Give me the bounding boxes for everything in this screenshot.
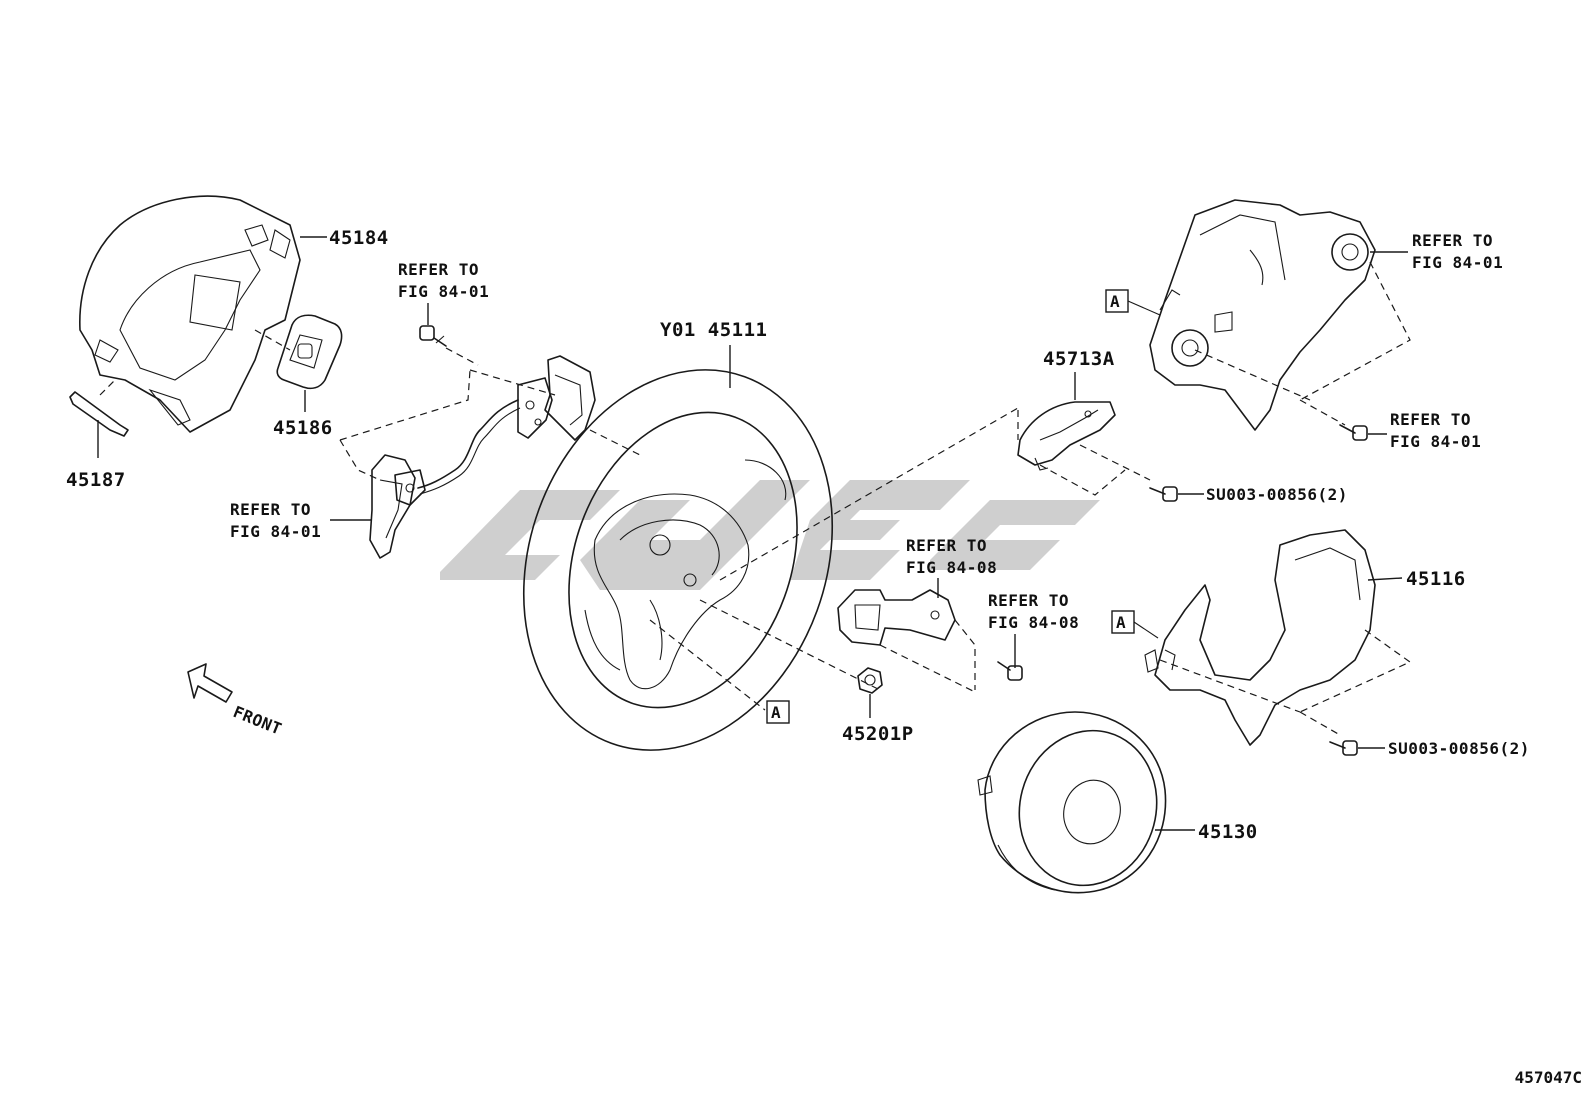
dash-45116-a <box>1299 629 1412 713</box>
part-45186-pad <box>276 314 343 390</box>
screw-su-lower <box>1329 740 1358 756</box>
dash-switch-d <box>589 429 641 456</box>
label-45116: 45116 <box>1406 568 1466 590</box>
dash-wheel-45713A <box>719 407 1019 581</box>
dash-wheel-A <box>649 619 766 711</box>
part-45713A-bracket <box>1017 401 1116 471</box>
part-45130-airbag <box>977 711 1167 894</box>
dash-switch-right <box>954 619 976 690</box>
ref-4-line2: FIG 84-08 <box>988 613 1079 632</box>
callout-A-center: A <box>766 700 790 724</box>
diagram-id: 457047C <box>1514 1068 1582 1087</box>
dash-upper-right-b <box>1194 349 1311 401</box>
dash-45184-45186 <box>254 329 291 351</box>
front-label: FRONT <box>231 702 285 739</box>
svg-text:A: A <box>771 703 781 722</box>
screw-su-upper <box>1149 486 1178 502</box>
ref-4-line1: REFER TO <box>988 591 1069 610</box>
part-paddle-switch-assembly <box>369 355 596 559</box>
part-cruise-switch <box>837 589 956 646</box>
dash-wheel-nut <box>699 599 881 691</box>
dash-switch-bottom <box>879 644 976 693</box>
ref-5-line2: FIG 84-01 <box>1412 253 1503 272</box>
screw-ref-6 <box>1339 424 1368 441</box>
label-45187: 45187 <box>66 469 126 491</box>
dash-45116-b <box>1159 659 1301 713</box>
label-45186: 45186 <box>273 417 333 439</box>
callout-A-upper: A <box>1105 289 1129 313</box>
leader-A-upper <box>1127 300 1161 316</box>
part-upper-right-cover <box>1149 199 1376 431</box>
part-45184-column-cover <box>79 195 301 433</box>
label-45111: Y01 45111 <box>660 319 767 341</box>
screw-ref-4 <box>997 661 1023 681</box>
label-45201P: 45201P <box>842 723 914 745</box>
ref-6-line1: REFER TO <box>1390 410 1471 429</box>
ref-1-line1: REFER TO <box>398 260 479 279</box>
front-arrow-icon <box>187 663 233 703</box>
ref-2-line1: REFER TO <box>230 500 311 519</box>
ref-2-line2: FIG 84-01 <box>230 522 321 541</box>
dash-screw-1 <box>445 347 479 366</box>
ref-3-line2: FIG 84-08 <box>906 558 997 577</box>
ref-1-line2: FIG 84-01 <box>398 282 489 301</box>
dash-switch-c <box>469 369 556 396</box>
svg-text:A: A <box>1110 292 1120 311</box>
label-su-lower: SU003-00856(2) <box>1388 739 1530 758</box>
part-45201P-nut <box>857 667 883 694</box>
dash-upper-right-c <box>1299 399 1346 426</box>
watermark-logo <box>440 480 1100 590</box>
leader-45116 <box>1367 577 1403 581</box>
label-45184: 45184 <box>329 227 389 249</box>
dash-45187 <box>99 379 116 396</box>
screw-ref-1 <box>419 325 447 347</box>
label-45713A: 45713A <box>1043 348 1115 370</box>
dash-45713A-screw <box>1079 444 1151 481</box>
ref-5-line1: REFER TO <box>1412 231 1493 250</box>
ref-3-line1: REFER TO <box>906 536 987 555</box>
dash-upper-right-a <box>1299 261 1411 401</box>
callout-A-lower: A <box>1111 610 1135 634</box>
part-45187-clip <box>69 391 129 437</box>
dash-switch-b <box>339 369 471 441</box>
ref-6-line2: FIG 84-01 <box>1390 432 1481 451</box>
dash-switch-a <box>339 439 381 481</box>
dash-45116-c <box>1299 711 1341 736</box>
part-45116-lower-cover <box>1144 529 1376 746</box>
leader-A-lower <box>1133 621 1159 639</box>
svg-text:A: A <box>1116 613 1126 632</box>
label-45130: 45130 <box>1198 821 1258 843</box>
dash-45713A-bottom <box>1039 464 1126 496</box>
label-su-upper: SU003-00856(2) <box>1206 485 1348 504</box>
